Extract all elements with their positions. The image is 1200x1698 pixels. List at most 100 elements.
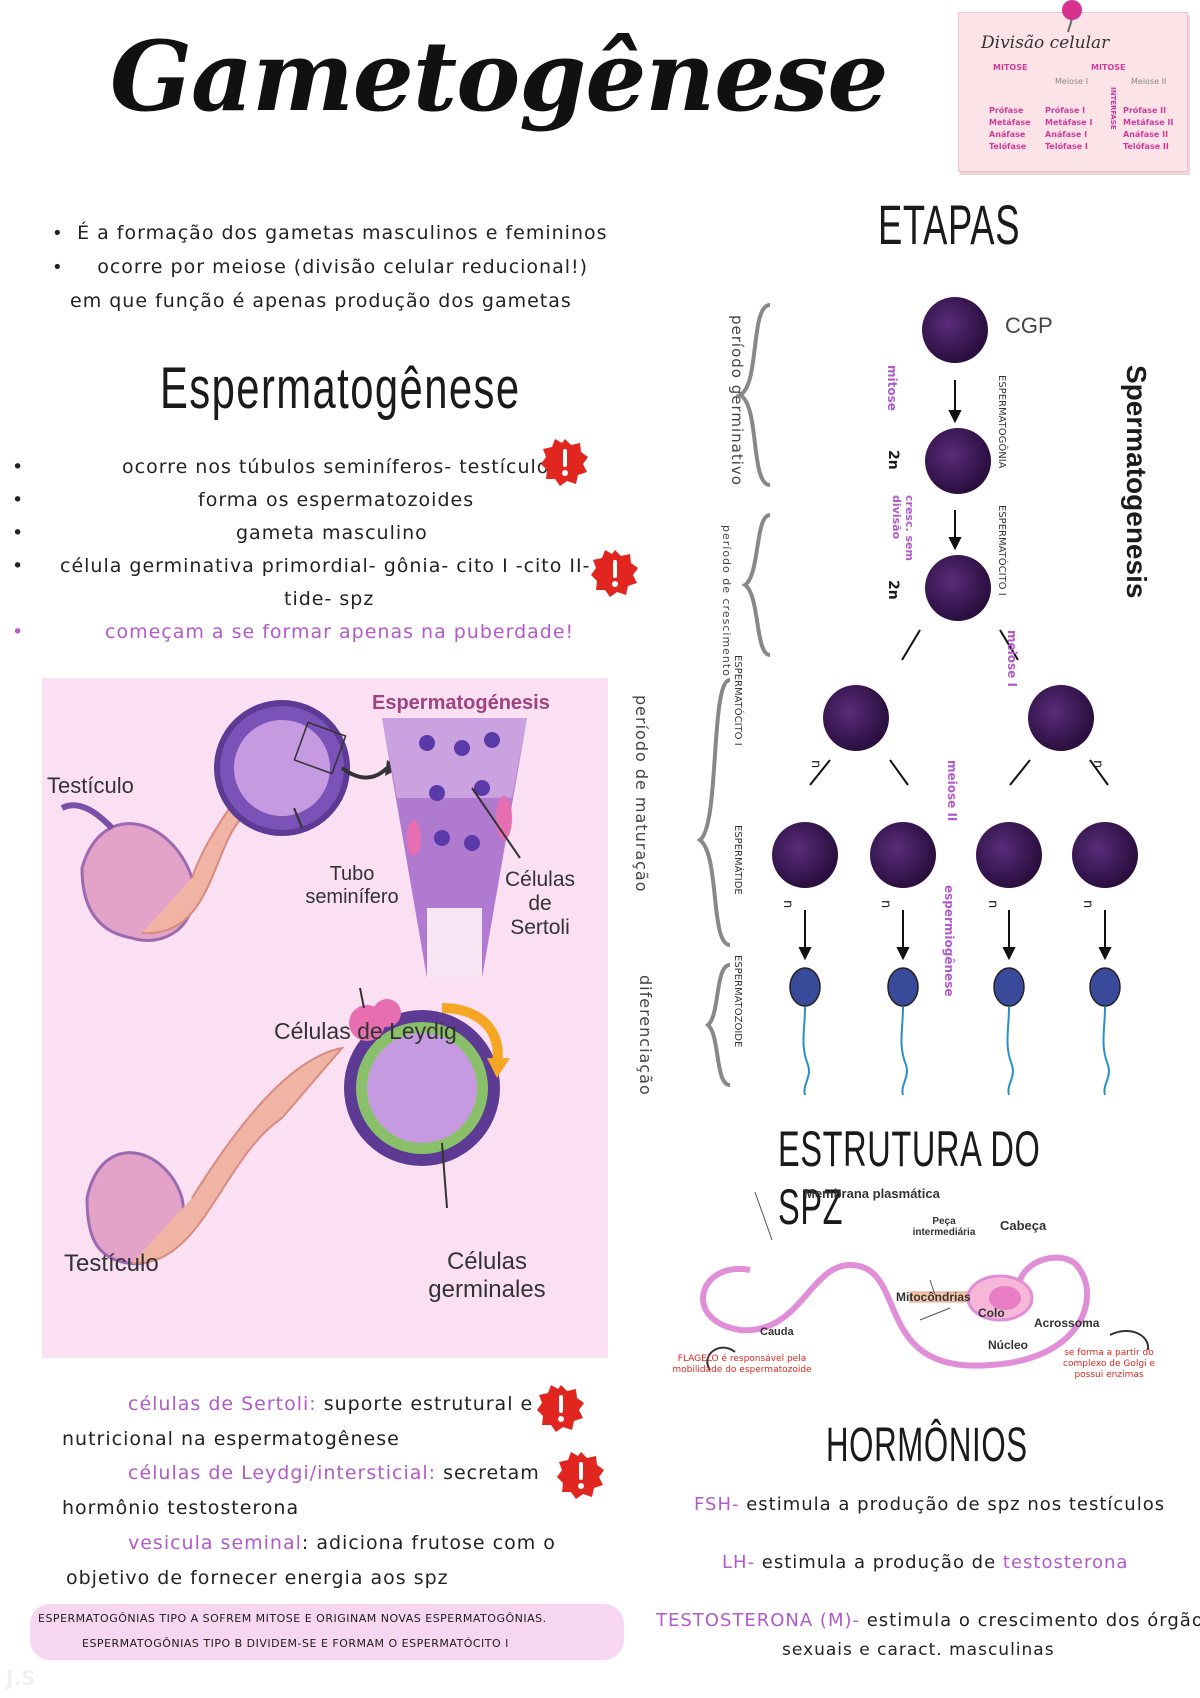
- sertoli-text: suporte estrutural e: [316, 1393, 534, 1415]
- label-espermatide: ESPERMÁTIDE: [732, 825, 743, 895]
- espermatogenese-heading: Espermatogênese: [160, 356, 521, 421]
- esp-item-2: forma os espermatozoides: [198, 489, 475, 511]
- label-espermatogonia: ESPERMATOGÔNIA: [996, 375, 1007, 469]
- intro-text-1: É a formação dos gametas masculinos e fe…: [77, 222, 608, 244]
- label-cabeca: Cabeça: [1000, 1218, 1047, 1233]
- sertoli-line: células de Sertoli: suporte estrutural e: [128, 1393, 533, 1415]
- intro-text-2: ocorre por meiose (divisão celular reduc…: [97, 256, 589, 278]
- label-espermatocito-i: ESPERMATÓCITO I: [996, 505, 1007, 596]
- process-mitose: mitose: [885, 365, 899, 411]
- esp-item-4: célula germinativa primordial- gônia- ci…: [60, 555, 591, 577]
- ploidy-n: n: [780, 900, 795, 909]
- leydig-text2: hormônio testosterona: [62, 1497, 300, 1519]
- period-crescimento: período de crescimento: [720, 525, 733, 677]
- esp-item-1: ocorre nos túbulos seminíferos- testícul…: [122, 456, 561, 478]
- label-colo: Colo: [978, 1306, 1005, 1320]
- testo-key: TESTOSTERONA (M)-: [656, 1610, 860, 1631]
- illus-tubo: Tubo seminífero: [305, 863, 399, 908]
- illus-germinales: Células germinales: [428, 1248, 546, 1303]
- vesicula-text: : adiciona frutose com o: [301, 1532, 556, 1554]
- page-title: Gametogênese: [110, 20, 888, 133]
- cgp-label: CGP: [1005, 313, 1053, 338]
- note-phase: Anáfase II: [1123, 130, 1169, 139]
- note-m1-list: Prófase I Metáfase I Anáfase I Telófase …: [1045, 105, 1092, 153]
- cell-espermatide: [772, 822, 838, 888]
- label-cauda: Cauda: [760, 1326, 794, 1338]
- lh-line: LH- estimula a produção de testosterona: [722, 1552, 1128, 1573]
- illustration-panel: Espermatogénesis Testículo Tubo seminífe…: [42, 678, 608, 1358]
- warning-icon: [557, 1452, 604, 1499]
- footer-line-2: ESPERMATOGÔNIAS TIPO B DIVIDEM-SE E FORM…: [82, 1637, 509, 1650]
- note-m2-list: Prófase II Metáfase II Anáfase II Telófa…: [1123, 105, 1173, 153]
- pin-icon: [1062, 0, 1082, 33]
- process-meiose1: meiose I: [1005, 630, 1019, 687]
- illus-leydig: Células de Leydig: [274, 1018, 457, 1044]
- estrutura-heading: ESTRUTURA DO SPZ: [778, 1121, 1041, 1235]
- watermark: J.S: [6, 1666, 36, 1690]
- vesicula-line: vesicula seminal: adiciona frutose com o: [128, 1532, 556, 1554]
- fsh-line: FSH- estimula a produção de spz nos test…: [694, 1494, 1165, 1515]
- ploidy-n: n: [1090, 760, 1105, 769]
- lh-highlight: testosterona: [1002, 1552, 1129, 1573]
- cell-espermatocito-ii: [823, 685, 889, 751]
- label-flagelo: FLAGELO é responsável pela mobilidade do…: [672, 1354, 812, 1375]
- footer-line-1: ESPERMATOGÔNIAS TIPO A SOFREM MITOSE E O…: [38, 1612, 547, 1625]
- label-golgi: se forma a partir do complexo de Golgi e…: [1063, 1348, 1155, 1380]
- period-maturacao: período de maturação: [632, 695, 651, 893]
- label-nucleo: Núcleo: [988, 1338, 1029, 1352]
- warning-icon: [537, 1385, 584, 1432]
- illus-testiculo2: Testículo: [64, 1250, 159, 1277]
- illus-testiculo: Testículo: [47, 773, 134, 798]
- fsh-text: estimula a produção de spz nos testículo…: [739, 1494, 1166, 1515]
- sertoli-text2: nutricional na espermatogênese: [62, 1428, 400, 1450]
- intro-bullet-1: • É a formação dos gametas masculinos e …: [52, 222, 608, 244]
- footer-box: ESPERMATOGÔNIAS TIPO A SOFREM MITOSE E O…: [30, 1604, 624, 1660]
- note-phase: Prófase I: [1045, 106, 1086, 115]
- process-meiose2: meiose II: [945, 760, 959, 822]
- esp-bullet: •: [12, 621, 25, 643]
- cell-espermatide: [976, 822, 1042, 888]
- vesicula-text2: objetivo de fornecer energia aos spz: [66, 1567, 449, 1589]
- illus-sertoli: Células de Sertoli: [504, 868, 576, 939]
- cell-espermatocito-i: [925, 555, 991, 621]
- diagram-title: Spermatogenesis: [1121, 365, 1152, 599]
- esp-item-5: tide- spz: [284, 588, 375, 610]
- cell-cgp: [922, 297, 988, 363]
- note-interfase: INTERFASE: [1109, 87, 1117, 130]
- note-phase: Anáfase I: [1045, 130, 1088, 139]
- diagram-arrows: [696, 303, 1121, 1095]
- cell-espermatogonia: [925, 428, 991, 494]
- esp-bullet: •: [12, 489, 25, 511]
- ploidy-n: n: [985, 900, 1000, 909]
- testo-text2: sexuais e caract. masculinas: [782, 1640, 1055, 1660]
- label-peca: Peça intermediária: [912, 1216, 976, 1238]
- lh-text: estimula a produção de: [755, 1552, 1003, 1573]
- note-col-mitose: MITOSE: [993, 63, 1028, 72]
- ploidy-2n: 2n: [885, 450, 901, 470]
- intro-bullet-2: • ocorre por meiose (divisão celular red…: [52, 256, 589, 278]
- process-espermiogenese: espermiogênese: [942, 885, 956, 997]
- note-title: Divisão celular: [981, 33, 1110, 53]
- sperm-structure-diagram: [700, 1191, 1150, 1371]
- vesicula-key: vesicula seminal: [128, 1532, 302, 1554]
- esp-item-3: gameta masculino: [236, 522, 428, 544]
- testo-text: estimula o crescimento dos órgãos: [860, 1610, 1200, 1631]
- note-phase: Prófase II: [1123, 106, 1167, 115]
- note-phase: Metáfase I: [1045, 118, 1093, 127]
- warning-icon: [591, 550, 638, 597]
- ploidy-n: n: [878, 900, 893, 909]
- ploidy-n: n: [1080, 900, 1095, 909]
- illus-title: Espermatogénesis: [372, 692, 550, 714]
- cell-espermatide: [870, 822, 936, 888]
- note-phase: Prófase: [989, 106, 1024, 115]
- period-diferenciacao: diferenciação: [636, 975, 655, 1096]
- esp-bullet: •: [12, 456, 25, 478]
- esp-bullet: •: [12, 555, 25, 577]
- note-meiose2: Meiose II: [1131, 77, 1167, 86]
- esp-item-6: começam a se formar apenas na puberdade!: [105, 621, 575, 643]
- fsh-key: FSH-: [694, 1494, 740, 1515]
- ploidy-2n: 2n: [885, 580, 901, 600]
- note-phase: Metáfase: [989, 118, 1031, 127]
- leydig-text: secretam: [436, 1462, 540, 1484]
- sertoli-key: células de Sertoli:: [128, 1393, 317, 1415]
